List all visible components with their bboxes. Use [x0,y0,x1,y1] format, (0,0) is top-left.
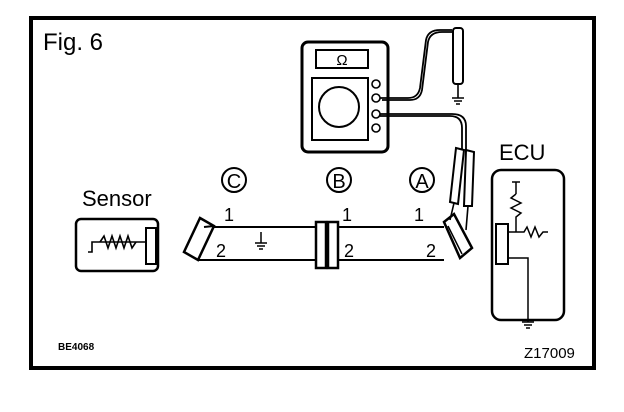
connector-b-plug [314,220,340,270]
connector-a-pin-1: 1 [414,205,424,225]
ground-icon [255,232,267,250]
figure-title: Fig. 6 [43,29,103,56]
connector-a-letter: A [415,171,429,193]
sensor-label: Sensor [82,186,152,211]
ecu-ground-icon [522,321,534,329]
connector-a-badge: A [409,167,435,193]
connector-b-letter: B [332,171,345,193]
probe-ground-icon [452,97,464,105]
connector-c-letter: C [227,171,241,193]
connector-a-pin-2: 2 [426,241,436,261]
connector-c-plug [182,216,216,262]
meter-display-symbol: Ω [336,52,347,69]
meter-lead-probe [380,113,476,231]
figure-code-left: BE4068 [58,342,95,353]
connector-b-badge: B [326,167,352,193]
ohmmeter-icon: Ω [300,40,390,154]
connector-c-pin-2: 2 [216,241,226,261]
connector-b-pin-2: 2 [344,241,354,261]
connector-c-pin-1: 1 [224,205,234,225]
connector-b-pin-1: 1 [342,205,352,225]
ecu-series-resistor-icon [516,224,548,240]
resistor-icon [99,233,137,251]
meter-lead-ground [380,27,464,105]
sensor-resistor-icon [88,241,146,253]
probe-a2-icon [462,148,476,231]
figure-code-right: Z17009 [524,345,575,362]
ecu-label: ECU [499,140,545,165]
probe-a1-icon [448,146,466,221]
ecu-pullup-resistor-icon [509,193,523,232]
sensor-box [74,217,160,273]
ecu-box [490,168,566,329]
connector-c-badge: C [221,167,247,193]
test-probe-icon [452,27,464,98]
